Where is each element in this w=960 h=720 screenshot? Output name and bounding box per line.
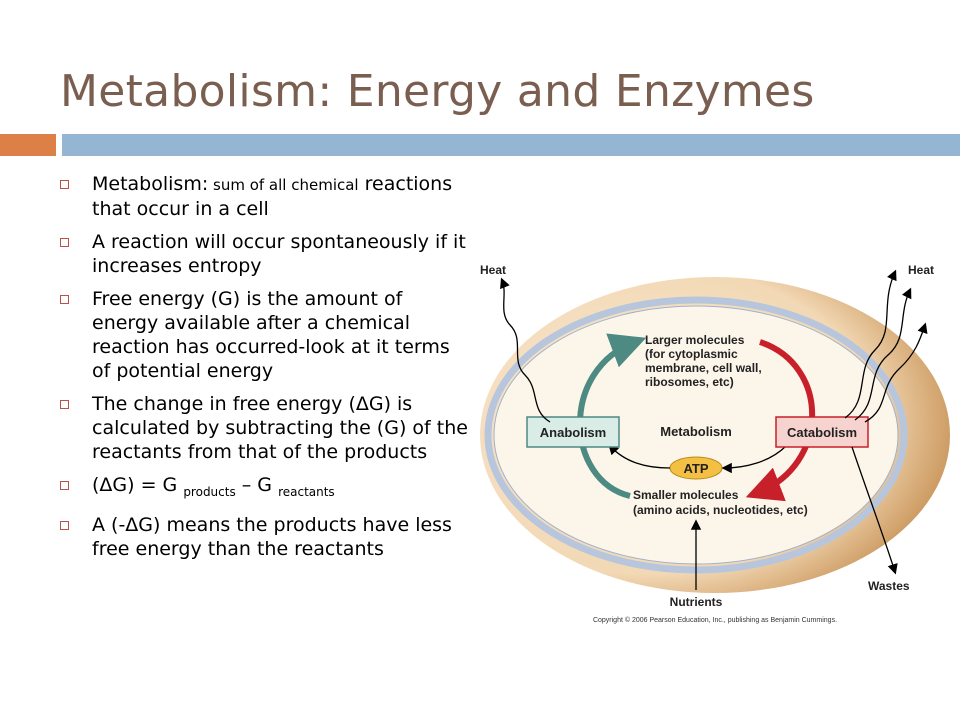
delta-g-mid: – G (235, 474, 279, 496)
delta-g-sub-reactants: reactants (278, 484, 335, 499)
catabolism-arrow (745, 339, 816, 502)
catabolism-label: Catabolism (787, 425, 857, 440)
heat-left-arrow (500, 277, 551, 423)
metabolism-label: Metabolism (660, 424, 732, 439)
bullet-text: The change in free energy (ΔG) is calcul… (92, 393, 468, 463)
bullet-item: A reaction will occur spontaneously if i… (60, 230, 470, 278)
bullet-item: Metabolism: sum of all chemical reaction… (60, 172, 470, 221)
accent-bar-blue (62, 134, 960, 156)
bullet-square-icon (60, 295, 69, 304)
bullet-text-small: sum of all chemical (208, 176, 359, 194)
accent-bar-orange (0, 134, 56, 156)
bullet-item: (ΔG) = G products – G reactants (60, 473, 470, 504)
bullet-item: Free energy (G) is the amount of energy … (60, 287, 470, 383)
nutrients-label: Nutrients (670, 595, 723, 609)
bullet-text-main: Metabolism: (92, 173, 209, 195)
larger-molecules-line-4: ribosomes, etc) (645, 375, 734, 389)
larger-molecules-line-1: Larger molecules (645, 333, 745, 347)
anabolism-label: Anabolism (540, 425, 606, 440)
bullet-text-rest: reactions that occur in a cell (92, 173, 453, 220)
larger-molecules-line-3: membrane, cell wall, (645, 361, 762, 375)
heat-right-label: Heat (908, 263, 934, 277)
heat-right-arrow-3 (864, 322, 928, 423)
bullet-text: A (-ΔG) means the products have less fre… (92, 513, 452, 560)
anabolism-box (526, 416, 620, 448)
delta-g-sub-products: products (183, 484, 236, 499)
bullet-list: Metabolism: sum of all chemical reaction… (60, 172, 470, 570)
bullet-square-icon (60, 520, 69, 530)
smaller-molecules-line-1: Smaller molecules (633, 488, 739, 502)
copyright-text: Copyright © 2006 Pearson Education, Inc.… (593, 616, 837, 624)
bullet-square-icon (60, 400, 69, 409)
bullet-item: The change in free energy (ΔG) is calcul… (60, 392, 470, 464)
atp-label: ATP (683, 461, 708, 476)
wastes-arrow (851, 446, 898, 575)
bullet-square-icon (60, 180, 69, 189)
atp-in-arrow (721, 445, 787, 474)
larger-molecules-line-2: (for cytoplasmic (645, 347, 738, 361)
bullet-square-icon (60, 481, 69, 490)
atp-out-arrow (608, 444, 671, 469)
delta-g-pre: (ΔG) = G (92, 474, 184, 496)
bullet-square-icon (60, 238, 69, 247)
metabolism-diagram: ATP Larger molecules (for cytoplasmic me… (480, 263, 950, 624)
slide-title: Metabolism: Energy and Enzymes (60, 66, 815, 117)
bullet-item: A (-ΔG) means the products have less fre… (60, 513, 470, 561)
heat-right-arrow-1 (844, 269, 897, 419)
bullet-text: A reaction will occur spontaneously if i… (92, 231, 466, 277)
catabolism-box (775, 416, 869, 448)
wastes-label: Wastes (868, 579, 910, 593)
bullet-text: Free energy (G) is the amount of energy … (92, 288, 450, 382)
heat-right-arrow-2 (854, 287, 912, 421)
heat-left-label: Heat (480, 263, 506, 277)
smaller-molecules-line-2: (amino acids, nucleotides, etc) (633, 503, 808, 517)
